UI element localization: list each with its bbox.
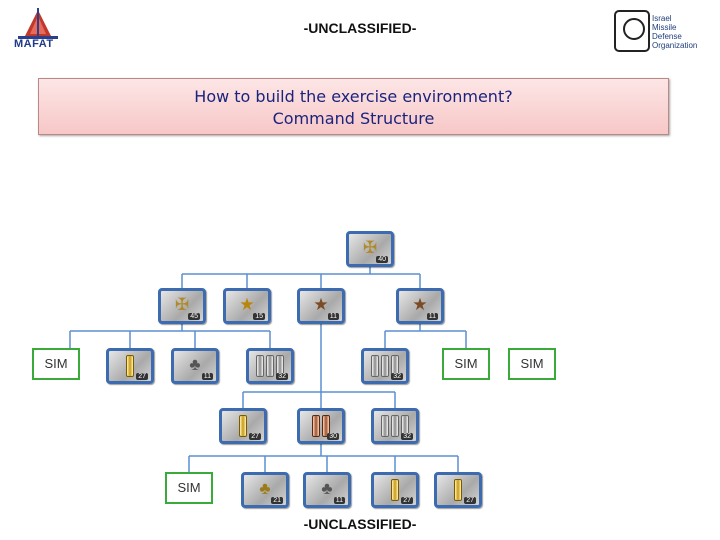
level4-node-3[interactable]: 32	[371, 408, 419, 444]
node-number: 32	[276, 373, 288, 380]
commander-node[interactable]: ✠ 40	[346, 231, 394, 267]
imdo-seal-icon	[614, 10, 650, 52]
node-number: 27	[249, 433, 261, 440]
imdo-logo: Israel Missile Defense Organization	[614, 8, 714, 52]
level5-node-2[interactable]: ♣ 11	[303, 472, 351, 508]
crossed-swords-icon: ✠	[362, 238, 378, 257]
node-number: 32	[391, 373, 403, 380]
node-number: 11	[327, 313, 339, 320]
star-icon: ★	[313, 295, 329, 314]
level2-node-3[interactable]: ★ 11	[297, 288, 345, 324]
sim-box-right-1[interactable]: SIM	[442, 348, 490, 380]
node-number: 40	[376, 256, 388, 263]
level5-node-3[interactable]: 27	[371, 472, 419, 508]
level4-node-1[interactable]: 27	[219, 408, 267, 444]
title-line-2: Command Structure	[272, 109, 435, 128]
level5-node-1[interactable]: ♣ 21	[241, 472, 289, 508]
level3-node-4[interactable]: 32	[361, 348, 409, 384]
sim-box-bottom[interactable]: SIM	[165, 472, 213, 504]
gold-bar-icon	[239, 415, 247, 437]
org-line-1: Israel	[652, 14, 672, 23]
node-number: 15	[253, 313, 265, 320]
title-line-1: How to build the exercise environment?	[194, 87, 513, 106]
node-number: 27	[136, 373, 148, 380]
node-number: 32	[401, 433, 413, 440]
imdo-org-name: Israel Missile Defense Organization	[652, 14, 697, 50]
gold-bar-icon	[454, 479, 462, 501]
level3-node-3[interactable]: 32	[246, 348, 294, 384]
level5-node-4[interactable]: 27	[434, 472, 482, 508]
node-number: 11	[426, 313, 438, 320]
sim-box-left[interactable]: SIM	[32, 348, 80, 380]
level2-node-4[interactable]: ★ 11	[396, 288, 444, 324]
mafat-logo: MAFAT	[12, 8, 64, 52]
level3-node-1[interactable]: 27	[106, 348, 154, 384]
gold-star-icon: ★	[239, 295, 255, 314]
leaf-emblem-icon: ♣	[259, 479, 271, 498]
node-number: 11	[333, 497, 345, 504]
node-number: 21	[271, 497, 283, 504]
classification-top: -UNCLASSIFIED-	[303, 20, 417, 36]
level2-node-1[interactable]: ✠ 45	[158, 288, 206, 324]
org-line-2: Missile	[652, 23, 677, 32]
level2-node-2[interactable]: ★ 15	[223, 288, 271, 324]
gold-bar-icon	[391, 479, 399, 501]
silver-bars-icon	[381, 415, 409, 437]
mafat-logo-text: MAFAT	[14, 38, 54, 50]
org-line-4: Organization	[652, 41, 698, 50]
node-number: 45	[188, 313, 200, 320]
title-banner: How to build the exercise environment? C…	[38, 78, 669, 135]
node-number: 11	[201, 373, 213, 380]
star-icon: ★	[412, 295, 428, 314]
crossed-swords-icon: ✠	[174, 295, 190, 314]
node-number: 27	[464, 497, 476, 504]
classification-bottom: -UNCLASSIFIED-	[303, 516, 417, 532]
mafat-emblem-icon	[18, 8, 58, 39]
leaf-emblem-icon: ♣	[189, 355, 201, 374]
level4-node-2[interactable]: 30	[297, 408, 345, 444]
sim-box-right-2[interactable]: SIM	[508, 348, 556, 380]
org-line-3: Defense	[652, 32, 682, 41]
level3-node-2[interactable]: ♣ 11	[171, 348, 219, 384]
copper-bars-icon	[312, 415, 330, 437]
gold-bar-icon	[126, 355, 134, 377]
leaf-emblem-icon: ♣	[321, 479, 333, 498]
node-number: 27	[401, 497, 413, 504]
node-number: 30	[327, 433, 339, 440]
